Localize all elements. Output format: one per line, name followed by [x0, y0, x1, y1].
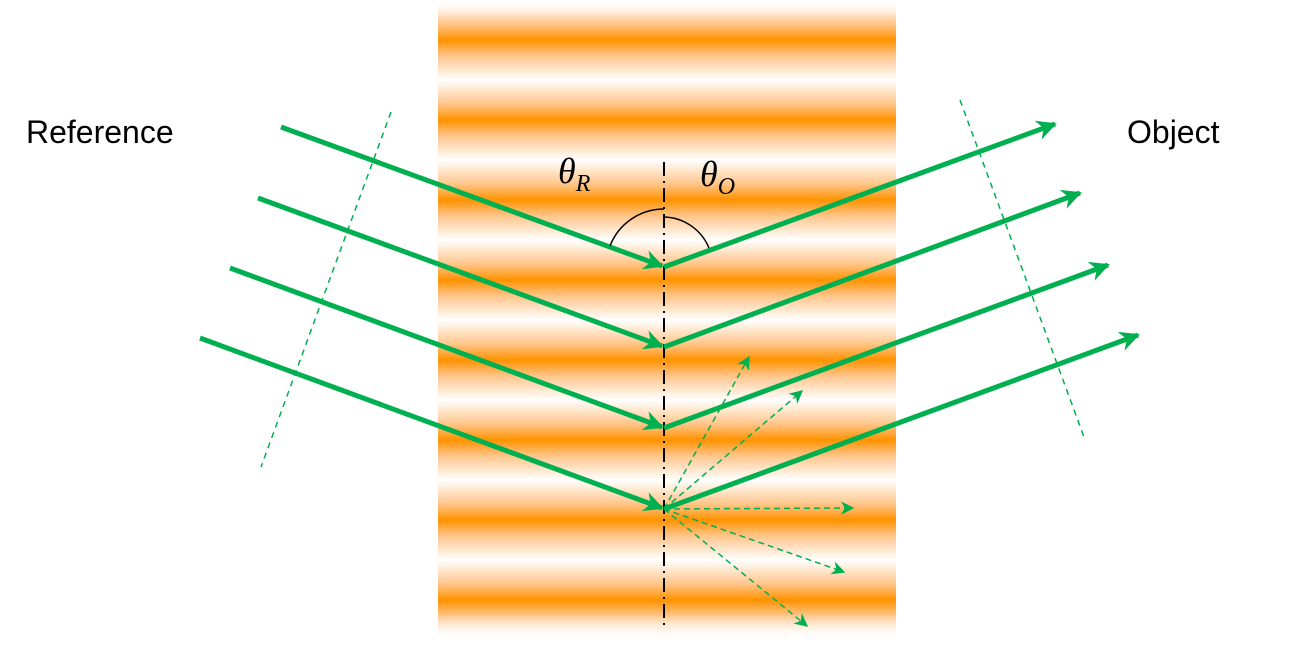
object-ray — [663, 120, 1057, 270]
object-beams — [663, 120, 1140, 512]
theta-r-subscript: R — [575, 171, 591, 197]
reference-ray — [257, 195, 664, 350]
object-angle-arc — [663, 216, 710, 249]
reference-wavefront — [260, 111, 392, 468]
reference-ray — [199, 335, 664, 512]
scattered-rays — [663, 355, 855, 627]
reference-ray — [280, 124, 664, 270]
scattered-ray — [663, 355, 750, 510]
reference-angle-arc — [609, 208, 665, 247]
theta-r-symbol: θ — [558, 151, 576, 191]
object-wavefront — [959, 99, 1085, 438]
theta-o-label: θO — [700, 154, 735, 200]
scattered-ray — [663, 508, 809, 627]
object-ray — [663, 189, 1082, 350]
theta-o-subscript: O — [718, 174, 735, 200]
theta-r-label: θR — [558, 151, 591, 197]
object-ray — [663, 331, 1140, 512]
reference-ray — [229, 265, 664, 431]
reference-label: Reference — [26, 114, 174, 150]
reference-beams — [199, 124, 664, 512]
scattered-ray — [663, 501, 855, 515]
scattered-ray — [663, 508, 846, 575]
object-label: Object — [1127, 114, 1220, 150]
theta-o-symbol: θ — [700, 154, 718, 194]
interference-fringes — [438, 0, 896, 640]
object-ray — [663, 261, 1110, 431]
scattered-ray — [663, 390, 804, 510]
